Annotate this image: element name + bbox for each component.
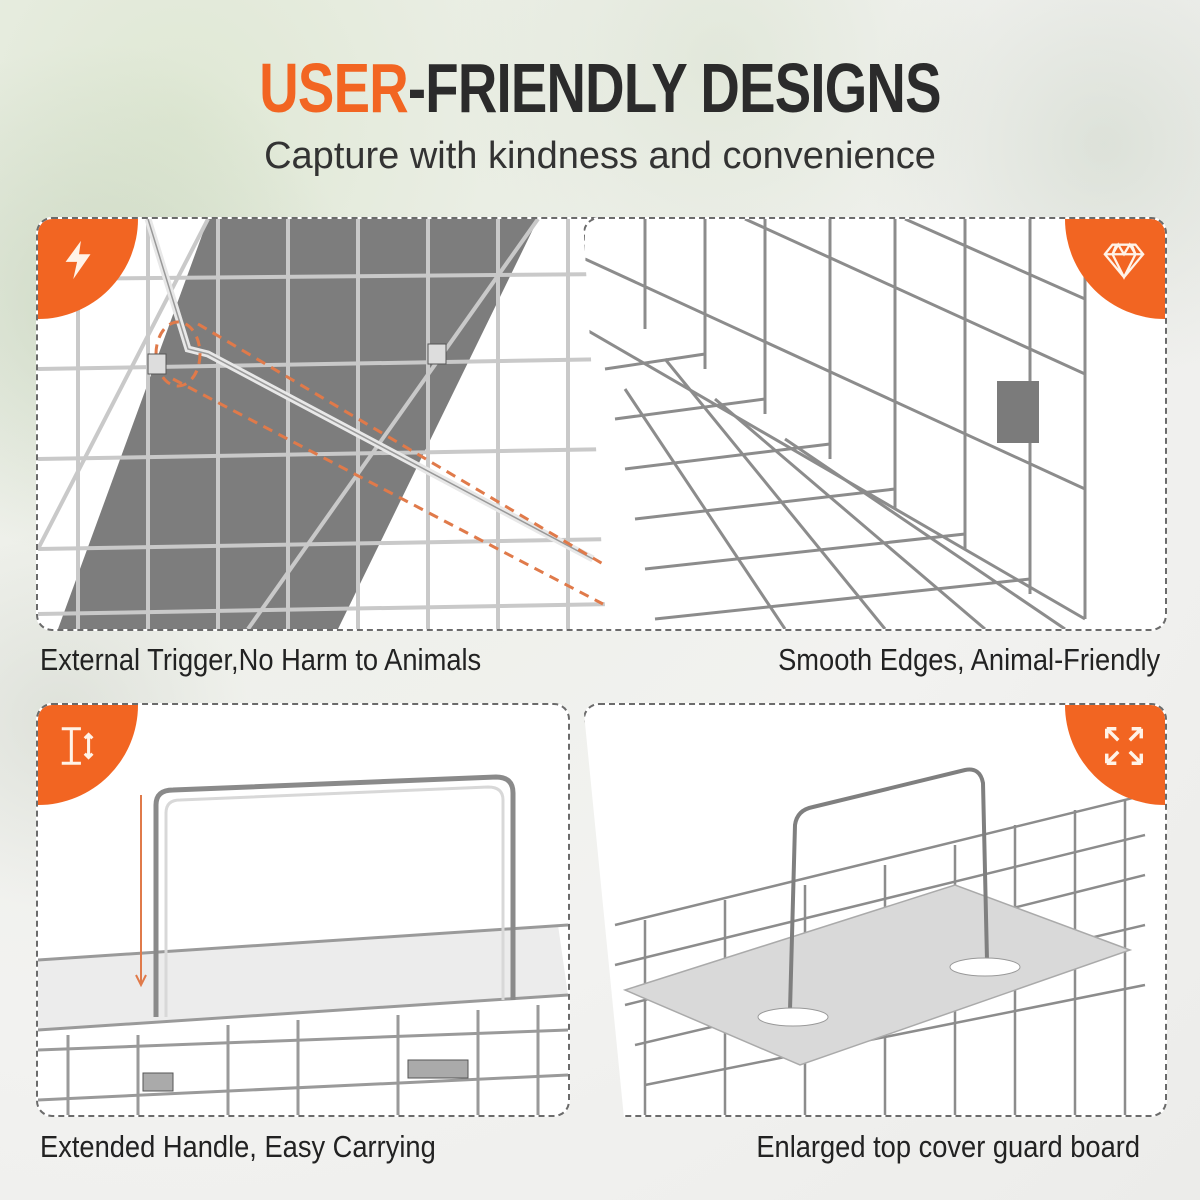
expand-arrows-icon <box>1105 727 1143 765</box>
page-title: USER-FRIENDLY DESIGNS <box>132 48 1068 128</box>
mesh-illustration <box>585 219 1087 629</box>
title-rest: -FRIENDLY DESIGNS <box>407 49 942 127</box>
diamond-icon <box>1103 242 1145 280</box>
title-accent: USER <box>259 49 408 127</box>
guard-board-illustration <box>614 767 1146 1115</box>
height-adjust-icon <box>61 727 94 765</box>
feature-panel-guard-board <box>583 703 1167 1117</box>
handle-illustration <box>38 774 568 1115</box>
feature-panel-extended-handle <box>36 703 570 1117</box>
feature-panel-external-trigger <box>36 217 618 631</box>
page-subtitle: Capture with kindness and convenience <box>264 135 936 177</box>
feature-caption-external-trigger: External Trigger,No Harm to Animals <box>40 642 482 677</box>
trigger-illustration <box>38 219 616 629</box>
feature-caption-extended-handle: Extended Handle, Easy Carrying <box>40 1129 436 1164</box>
feature-caption-guard-board: Enlarged top cover guard board <box>756 1129 1140 1164</box>
feature-caption-smooth-edges: Smooth Edges, Animal-Friendly <box>777 642 1160 677</box>
feature-panel-smooth-edges <box>583 217 1167 631</box>
lightning-icon <box>65 240 91 280</box>
